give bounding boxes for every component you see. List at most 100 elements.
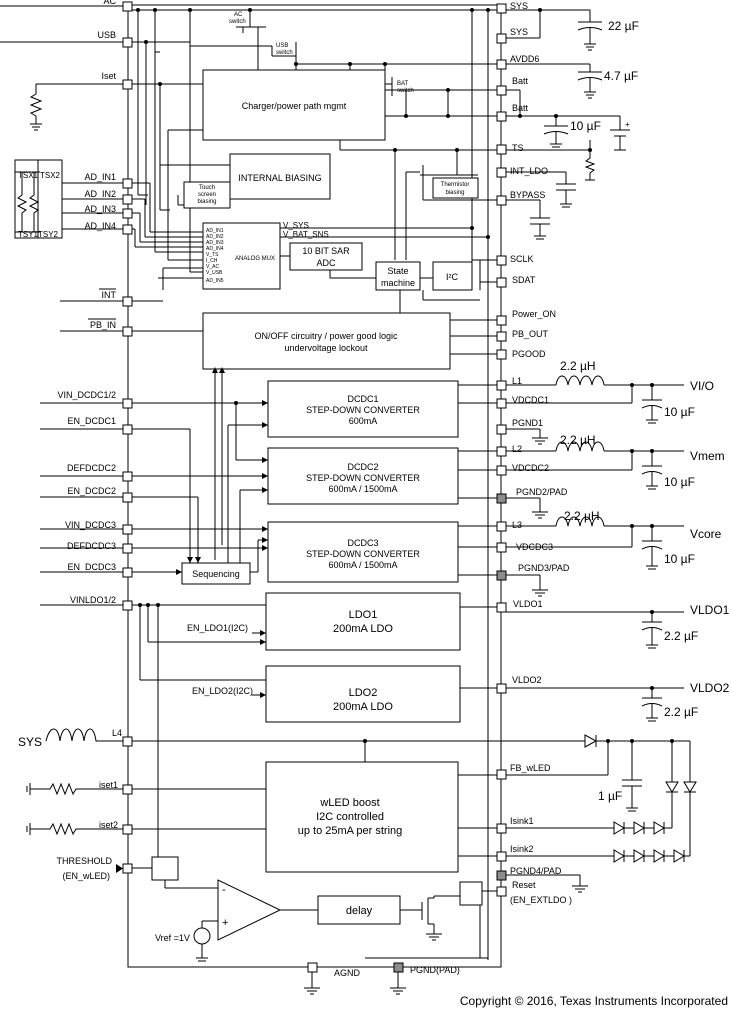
label-cap-22uf: 22 µF xyxy=(608,19,639,33)
touch-biasing-block: Touch screen biasing xyxy=(183,181,231,209)
ldo2-line2: 200mA LDO xyxy=(333,701,393,713)
label-cap-22-ldo2: 2.2 µF xyxy=(664,705,698,719)
pin-l2[interactable] xyxy=(496,446,507,457)
pin-iset2[interactable] xyxy=(122,824,133,835)
label-en-dcdc3: EN_DCDC3 xyxy=(67,562,116,572)
pin-vin-dcdc3[interactable] xyxy=(122,524,133,535)
label-cap-10uf-1: 10 µF xyxy=(664,405,695,419)
ac-switch-line2: switch xyxy=(229,19,246,25)
dcdc2-block: DCDC2 STEP-DOWN CONVERTER 600mA / 1500mA xyxy=(267,447,459,505)
pin-isink1[interactable] xyxy=(496,823,507,834)
label-ad-in4: AD_IN4 xyxy=(84,221,116,231)
pin-ad-in4[interactable] xyxy=(122,224,133,235)
pin-int[interactable] xyxy=(122,296,133,307)
thermistor-biasing-block: Thermistor biasing xyxy=(432,177,479,199)
pin-vldo1[interactable] xyxy=(496,602,507,613)
pin-en-dcdc2[interactable] xyxy=(122,492,133,503)
pin-vdcdc2[interactable] xyxy=(496,465,507,476)
pin-ts[interactable] xyxy=(496,144,507,155)
pin-bypass[interactable] xyxy=(496,195,507,206)
pin-pgnd2[interactable] xyxy=(496,493,507,504)
analog-mux-block: AD_IN1 AD_IN2 AD_IN3 AD_IN4 V_TS I_CH V_… xyxy=(202,222,281,290)
pin-threshold[interactable] xyxy=(122,863,133,874)
en-ldo1-label: EN_LDO1(I2C) xyxy=(187,623,248,633)
pin-pb-in[interactable] xyxy=(122,326,133,337)
label-ad-in1: AD_IN1 xyxy=(84,172,116,182)
pin-iset[interactable] xyxy=(122,79,133,90)
ac-switch-line1: AC xyxy=(234,12,243,18)
pin-l1[interactable] xyxy=(496,380,507,391)
label-sys1: SYS xyxy=(510,1,528,11)
wled-wiring: 1 µF xyxy=(132,734,697,962)
label-ind1: 2.2 µH xyxy=(560,359,596,373)
pin-vdcdc1[interactable] xyxy=(496,398,507,409)
pin-en-dcdc3[interactable] xyxy=(122,567,133,578)
dcdc3-block: DCDC3 STEP-DOWN CONVERTER 600mA / 1500mA xyxy=(267,521,459,583)
pin-avdd6[interactable] xyxy=(496,59,507,70)
pin-vldo2[interactable] xyxy=(496,683,507,694)
pin-pgnd1[interactable] xyxy=(496,424,507,435)
pin-pgnd4[interactable] xyxy=(496,870,507,881)
thermistor-line1: Thermistor xyxy=(441,182,470,188)
sequencing-label: Sequencing xyxy=(192,569,240,579)
pin-vin-dcdc12[interactable] xyxy=(122,398,133,409)
converter-wiring xyxy=(132,367,497,870)
dcdc1-block: DCDC1 STEP-DOWN CONVERTER 600mA xyxy=(267,380,459,438)
pin-sclk[interactable] xyxy=(496,255,507,266)
pin-ac[interactable] xyxy=(122,1,133,12)
label-iset2: iset2 xyxy=(99,820,118,830)
pin-ad-in2[interactable] xyxy=(122,194,133,205)
label-ind3: 2.2 µH xyxy=(564,509,600,523)
pin-sys1[interactable] xyxy=(496,3,507,14)
i2c-label: I²C xyxy=(446,272,458,282)
pin-vinldo12[interactable] xyxy=(122,600,133,611)
dcdc3-line3: 600mA / 1500mA xyxy=(328,560,397,570)
pin-reset[interactable] xyxy=(496,886,507,897)
mux-in-4: AD_IN4 xyxy=(206,246,224,252)
pin-agnd[interactable] xyxy=(307,962,318,973)
label-en-extldo: (EN_EXTLDO ) xyxy=(510,895,572,905)
dcdc1-line2: STEP-DOWN CONVERTER xyxy=(306,405,420,415)
pin-power-on[interactable] xyxy=(496,315,507,326)
bat-switch-line1: BAT xyxy=(397,81,409,87)
label-l3: L3 xyxy=(512,520,522,530)
label-int: INT xyxy=(102,290,117,300)
usb-switch: USB switch xyxy=(276,43,293,56)
pin-int-ldo[interactable] xyxy=(496,167,507,178)
pin-pb-out[interactable] xyxy=(496,331,507,342)
pin-defdcdc2[interactable] xyxy=(122,471,133,482)
state-machine-block: State machine xyxy=(375,261,421,291)
pin-sys2[interactable] xyxy=(496,33,507,44)
pin-fb-wled[interactable] xyxy=(496,769,507,780)
pin-sdat[interactable] xyxy=(496,277,507,288)
pin-ad-in1[interactable] xyxy=(122,178,133,189)
pin-batt2[interactable] xyxy=(496,111,507,122)
label-cap-10uf-batt: 10 µF xyxy=(570,119,601,133)
pin-pgnd3[interactable] xyxy=(496,570,507,581)
sequencing-block: Sequencing xyxy=(181,562,251,585)
pin-l3[interactable] xyxy=(496,521,507,532)
pin-en-dcdc1[interactable] xyxy=(122,424,133,435)
pin-defdcdc3[interactable] xyxy=(122,543,133,554)
label-threshold: THRESHOLD xyxy=(56,856,112,866)
right-pins: SYS SYS AVDD6 Batt Batt TS INT_LDO BYPAS… xyxy=(496,1,572,905)
ldo2-block: LDO2 200mA LDO xyxy=(265,665,461,723)
label-vldo2-out: VLDO2 xyxy=(690,681,730,695)
dcdc3-output: 2.2 µH Vcore 10 µF xyxy=(506,509,722,597)
pin-pgnd-pad[interactable] xyxy=(393,962,404,973)
label-batt1: Batt xyxy=(512,76,529,86)
pin-l4[interactable] xyxy=(122,736,133,747)
delay-block: delay xyxy=(317,895,401,925)
pin-usb[interactable] xyxy=(122,37,133,48)
label-cap-10uf-2: 10 µF xyxy=(664,475,695,489)
label-pgnd1: PGND1 xyxy=(512,418,543,428)
pin-iset1[interactable] xyxy=(122,784,133,795)
dcdc2-output: 2.2 µH Vmem 10 µF xyxy=(506,433,725,519)
pin-pgood[interactable] xyxy=(496,349,507,360)
left-pins: AC USB Iset AD_IN1 AD_IN2 AD_IN3 AD_IN4 … xyxy=(0,0,133,881)
pin-isink2[interactable] xyxy=(496,851,507,862)
pin-vdcdc3[interactable] xyxy=(496,542,507,553)
dcdc3-line1: DCDC3 xyxy=(347,538,378,548)
pin-ad-in3[interactable] xyxy=(122,208,133,219)
pin-batt1[interactable] xyxy=(496,85,507,96)
